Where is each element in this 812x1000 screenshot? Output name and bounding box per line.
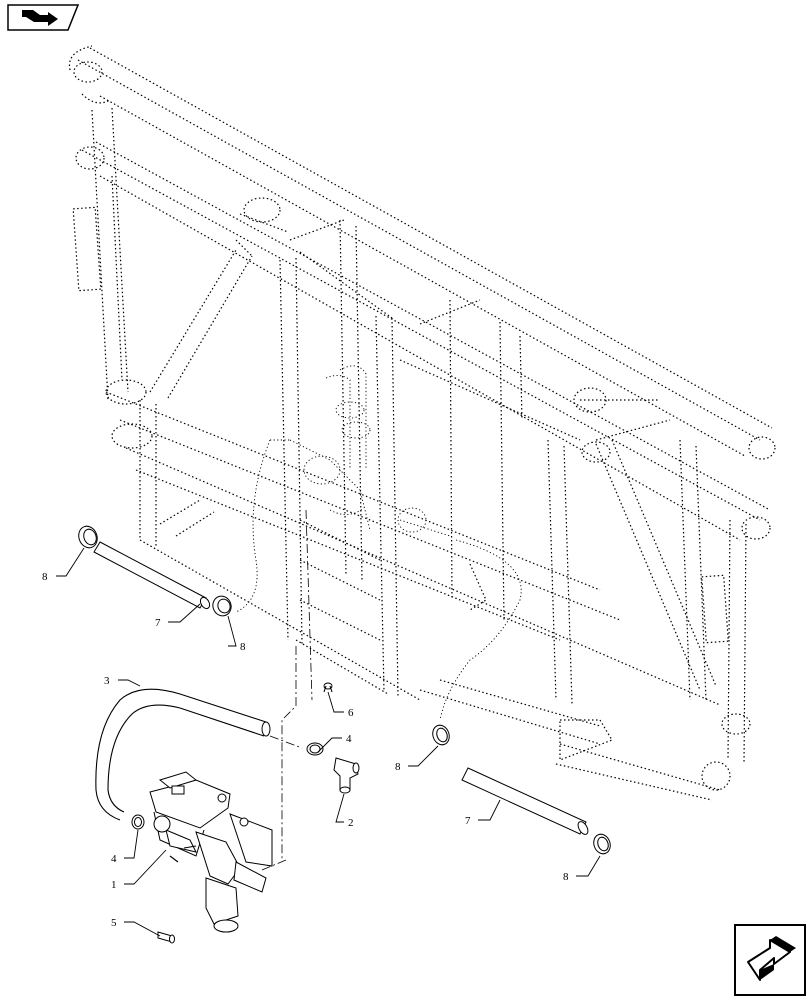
callout-item-8: 8: [42, 571, 48, 583]
callout-item-6: 6: [348, 707, 354, 719]
callout-item-8: 8: [395, 761, 401, 773]
callout-item-3: 3: [104, 675, 110, 687]
hose-clamp-4-left: [131, 814, 145, 830]
hose-clamp-4-right: [306, 742, 324, 756]
callout-item-8: 8: [563, 871, 569, 883]
callout-item-8: 8: [240, 641, 246, 653]
callout-labels: 8 7 8 3 6 4 2 4 1 5 8 7 8: [42, 571, 569, 929]
hose-clamp-8-lower-left: [432, 724, 450, 746]
phantom-lines: [261, 509, 313, 871]
hose-3-long: [95, 688, 271, 821]
callout-item-5: 5: [111, 917, 117, 929]
callout-item-1: 1: [111, 879, 117, 891]
boom-frame: [68, 45, 776, 801]
frame-valve-assembly: [270, 365, 451, 537]
hose-7-left: [93, 541, 211, 610]
bolt-6: [323, 682, 333, 693]
previous-page-icon[interactable]: [7, 4, 80, 31]
callout-item-7: 7: [465, 815, 471, 827]
control-valve-1: [149, 771, 273, 933]
hose-clamp-8-lower-right: [593, 833, 611, 855]
callout-item-4: 4: [111, 853, 117, 865]
callout-item-4: 4: [346, 733, 352, 745]
leader-lines: [56, 547, 601, 937]
screw-5: [157, 931, 175, 944]
callout-item-7: 7: [155, 617, 161, 629]
hose-clamp-8-upper-right: [212, 595, 232, 617]
hose-7-right: [461, 767, 589, 835]
hose-clamp-8-upper-left: [78, 525, 98, 549]
callout-item-2: 2: [348, 817, 354, 829]
elbow-fitting-2: [333, 757, 360, 794]
hose-routing-lines: [235, 439, 522, 721]
next-page-icon[interactable]: [734, 924, 806, 996]
